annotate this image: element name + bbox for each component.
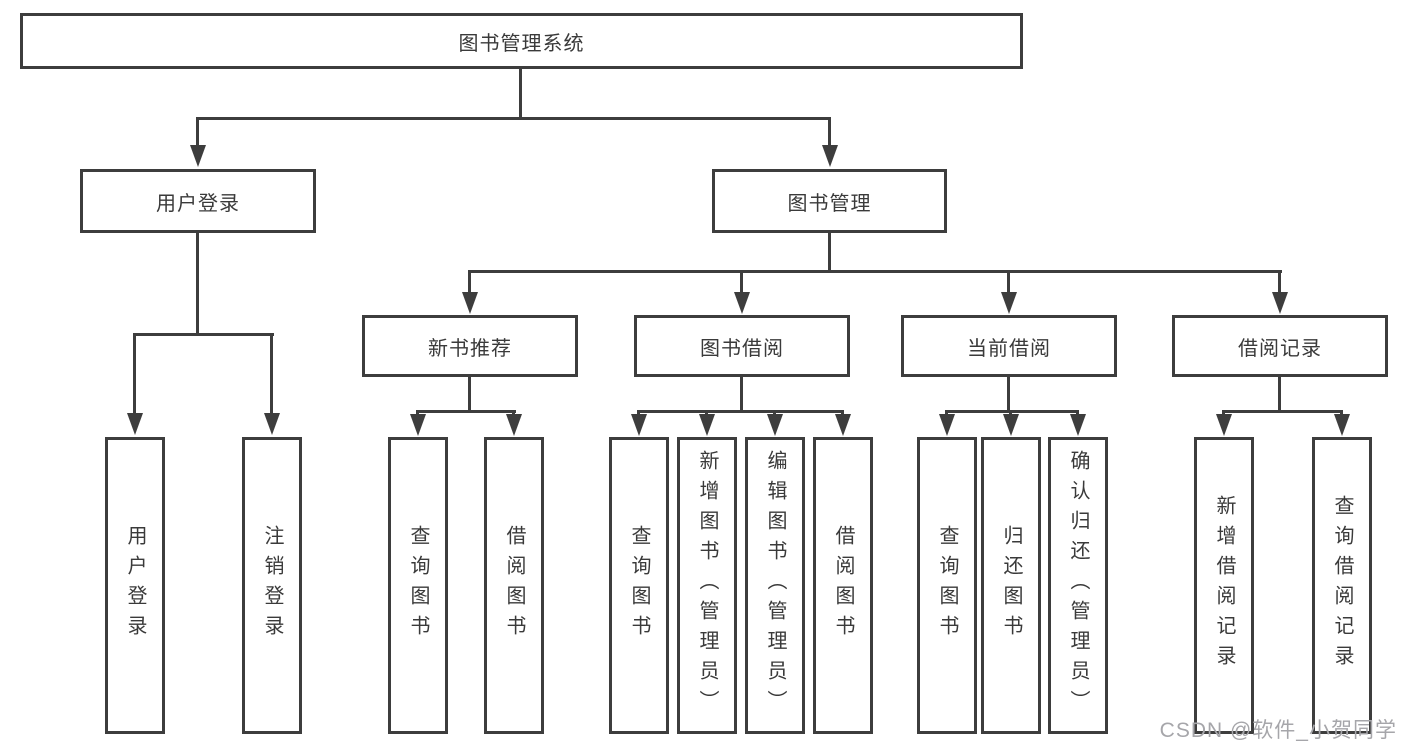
node-label: 图书管理系统	[458, 32, 585, 55]
node-label: 借阅记录	[1238, 337, 1322, 360]
leaf-logout: 注销登录	[242, 437, 302, 734]
connector-line	[1222, 410, 1343, 413]
node-book-borrow: 图书借阅	[634, 315, 850, 377]
leaf-label: 确认归还（管理员）	[1067, 449, 1089, 720]
node-label: 图书借阅	[700, 337, 784, 360]
leaf-label: 查询借阅记录	[1331, 494, 1353, 675]
connector-line	[468, 270, 471, 296]
node-new-book-recommend: 新书推荐	[362, 315, 578, 377]
leaf-borrow-books-recommend: 借阅图书	[484, 437, 544, 734]
leaf-label: 用户登录	[124, 524, 146, 645]
connector-line	[740, 377, 743, 412]
connector-line	[1007, 377, 1010, 412]
connector-line	[519, 69, 522, 119]
arrow-down-icon	[1003, 414, 1019, 436]
leaf-label: 借阅图书	[503, 524, 525, 645]
arrow-down-icon	[1272, 292, 1288, 314]
leaf-query-borrow-record: 查询借阅记录	[1312, 437, 1372, 734]
leaf-confirm-return-admin: 确认归还（管理员）	[1048, 437, 1108, 734]
connector-line	[270, 333, 273, 415]
arrow-down-icon	[462, 292, 478, 314]
node-label: 图书管理	[787, 192, 872, 215]
arrow-down-icon	[767, 414, 783, 436]
leaf-return-books: 归还图书	[981, 437, 1041, 734]
leaf-label: 归还图书	[1000, 524, 1022, 645]
node-label: 新书推荐	[428, 337, 512, 360]
arrow-down-icon	[1001, 292, 1017, 314]
leaf-borrow-books: 借阅图书	[813, 437, 873, 734]
node-library-system: 图书管理系统	[20, 13, 1023, 69]
node-borrow-records: 借阅记录	[1172, 315, 1388, 377]
leaf-label: 查询图书	[407, 524, 429, 645]
connector-line	[468, 270, 1282, 273]
connector-line	[1007, 270, 1010, 296]
leaf-edit-books-admin: 编辑图书（管理员）	[745, 437, 805, 734]
node-current-borrow: 当前借阅	[901, 315, 1117, 377]
connector-line	[468, 377, 471, 412]
leaf-query-books-current: 查询图书	[917, 437, 977, 734]
arrow-down-icon	[264, 413, 280, 435]
watermark: CSDN @软件_小贺同学	[1159, 719, 1397, 742]
connector-line	[828, 117, 831, 147]
arrow-down-icon	[822, 145, 838, 167]
leaf-label: 借阅图书	[832, 524, 854, 645]
arrow-down-icon	[410, 414, 426, 436]
connector-line	[1278, 270, 1281, 296]
connector-line	[1278, 377, 1281, 412]
connector-line	[740, 270, 743, 296]
arrow-down-icon	[835, 414, 851, 436]
arrow-down-icon	[506, 414, 522, 436]
leaf-add-books-admin: 新增图书（管理员）	[677, 437, 737, 734]
connector-line	[828, 233, 831, 272]
connector-line	[133, 333, 136, 415]
arrow-down-icon	[699, 414, 715, 436]
arrow-down-icon	[734, 292, 750, 314]
leaf-label: 新增图书（管理员）	[696, 449, 718, 720]
arrow-down-icon	[939, 414, 955, 436]
arrow-down-icon	[1070, 414, 1086, 436]
connector-line	[196, 117, 199, 147]
arrow-down-icon	[631, 414, 647, 436]
node-label: 用户登录	[156, 192, 240, 215]
leaf-add-borrow-record: 新增借阅记录	[1194, 437, 1254, 734]
connector-line	[416, 410, 516, 413]
leaf-label: 查询图书	[628, 524, 650, 645]
leaf-label: 编辑图书（管理员）	[764, 449, 786, 720]
connector-line	[196, 233, 199, 335]
connector-line	[133, 333, 274, 336]
node-label: 当前借阅	[967, 337, 1051, 360]
leaf-query-books-borrow: 查询图书	[609, 437, 669, 734]
leaf-user-login: 用户登录	[105, 437, 165, 734]
node-user-login: 用户登录	[80, 169, 316, 233]
connector-line	[945, 410, 1079, 413]
arrow-down-icon	[1216, 414, 1232, 436]
leaf-query-books-recommend: 查询图书	[388, 437, 448, 734]
connector-line	[637, 410, 844, 413]
leaf-label: 注销登录	[261, 524, 283, 645]
leaf-label: 查询图书	[936, 524, 958, 645]
arrow-down-icon	[1334, 414, 1350, 436]
leaf-label: 新增借阅记录	[1213, 494, 1235, 675]
node-book-management: 图书管理	[712, 169, 947, 233]
arrow-down-icon	[190, 145, 206, 167]
arrow-down-icon	[127, 413, 143, 435]
connector-line	[196, 117, 831, 120]
